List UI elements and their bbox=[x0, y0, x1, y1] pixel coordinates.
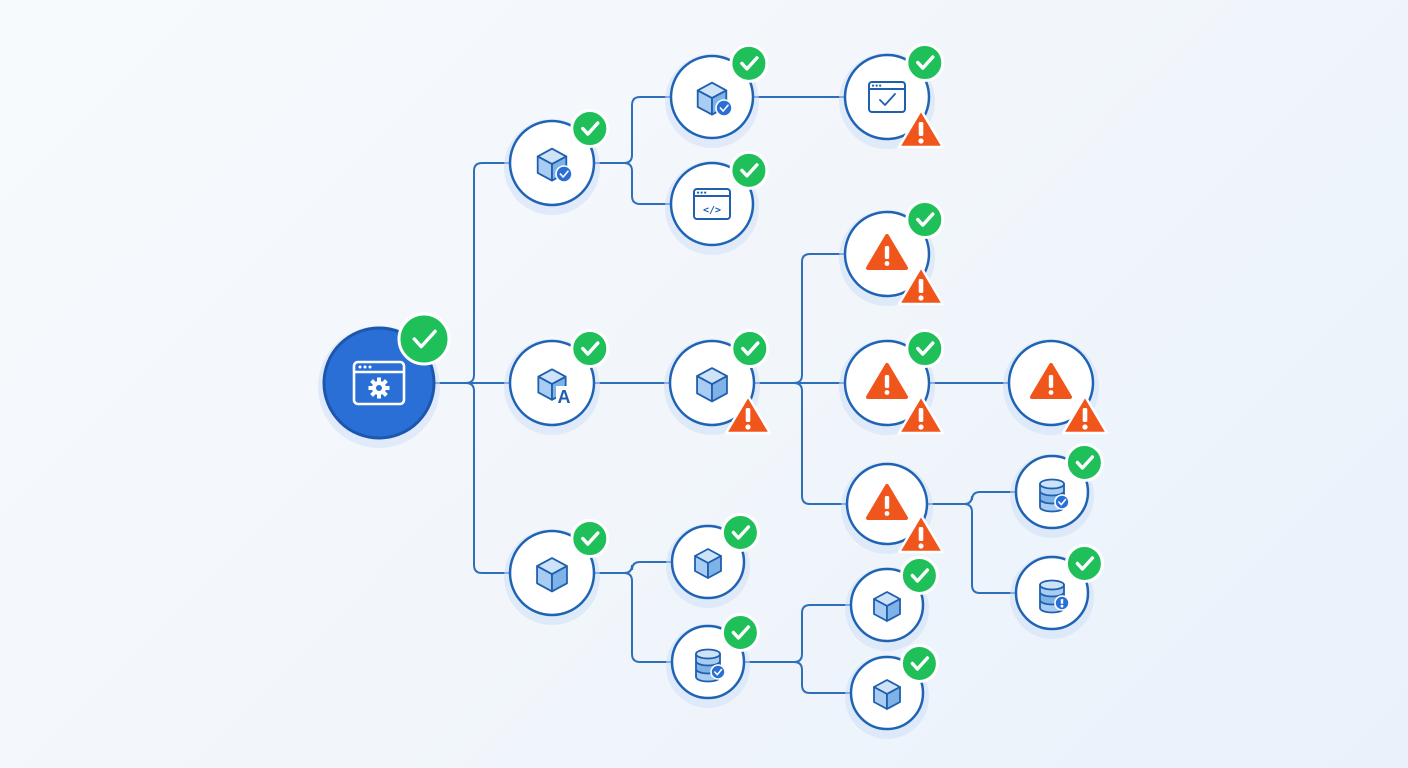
package-icon bbox=[694, 548, 722, 579]
package-check-icon bbox=[536, 147, 573, 183]
package-letter: A bbox=[558, 387, 571, 407]
check-badge-icon bbox=[899, 555, 939, 595]
app-settings-icon bbox=[352, 360, 406, 406]
warning-icon bbox=[866, 484, 908, 520]
node-n3a[interactable] bbox=[666, 512, 760, 608]
connector-line bbox=[744, 661, 851, 694]
warning-badge-icon bbox=[897, 108, 945, 149]
warning-badge-icon bbox=[897, 265, 945, 306]
connector-line bbox=[754, 253, 845, 384]
node-n1b[interactable]: </> bbox=[665, 150, 769, 255]
node-n1[interactable] bbox=[504, 109, 610, 215]
connector-line bbox=[594, 561, 672, 574]
node-n1a[interactable] bbox=[665, 43, 769, 148]
connector-line bbox=[754, 382, 847, 505]
node-d1[interactable] bbox=[1010, 442, 1104, 538]
check-badge-icon bbox=[729, 150, 769, 190]
database-check-icon bbox=[695, 648, 726, 683]
node-layer: </> A bbox=[318, 43, 1109, 739]
check-badge-icon bbox=[720, 512, 760, 552]
package-icon bbox=[873, 591, 901, 622]
check-badge-icon bbox=[905, 329, 945, 369]
node-n2a[interactable] bbox=[664, 329, 772, 435]
connector-line bbox=[594, 572, 672, 663]
node-w1[interactable] bbox=[839, 200, 945, 306]
mini-check-icon bbox=[555, 165, 573, 183]
node-n2[interactable]: A bbox=[504, 329, 610, 435]
code-glyph: </> bbox=[703, 205, 721, 216]
node-n3b1[interactable] bbox=[845, 555, 939, 651]
node-w3[interactable] bbox=[841, 462, 945, 554]
node-w2[interactable] bbox=[839, 329, 945, 435]
package-icon bbox=[536, 557, 568, 593]
mini-check-icon bbox=[1054, 494, 1070, 510]
warning-badge-icon bbox=[897, 394, 945, 435]
node-n1a1[interactable] bbox=[839, 43, 945, 149]
mini-check-icon bbox=[710, 664, 726, 680]
package-text-icon: A bbox=[537, 368, 572, 407]
check-badge-icon bbox=[899, 643, 939, 683]
check-badge-icon bbox=[397, 312, 451, 366]
check-badge-icon bbox=[570, 519, 610, 559]
check-badge-icon bbox=[1064, 442, 1104, 482]
check-badge-icon bbox=[905, 200, 945, 240]
check-badge-icon bbox=[729, 43, 769, 83]
node-n3[interactable] bbox=[504, 519, 610, 625]
warning-badge-icon bbox=[897, 513, 945, 554]
connector-line bbox=[744, 604, 851, 663]
check-badge-icon bbox=[720, 612, 760, 652]
check-badge-icon bbox=[905, 43, 945, 83]
node-n3b[interactable] bbox=[666, 612, 760, 708]
package-check-icon bbox=[696, 81, 733, 117]
connector-line bbox=[434, 382, 510, 574]
node-n3b2[interactable] bbox=[845, 643, 939, 739]
connector-line bbox=[927, 503, 1016, 594]
warning-icon bbox=[866, 363, 908, 399]
node-root[interactable] bbox=[318, 312, 451, 448]
node-w2a[interactable] bbox=[1003, 339, 1109, 435]
check-badge-icon bbox=[570, 109, 610, 149]
package-icon bbox=[696, 367, 728, 403]
node-d2[interactable] bbox=[1010, 543, 1104, 639]
warning-icon bbox=[1030, 363, 1072, 399]
window-code-icon: </> bbox=[693, 188, 731, 220]
database-check-icon bbox=[1039, 478, 1070, 513]
database-alert-icon bbox=[1039, 579, 1070, 614]
warning-icon bbox=[866, 234, 908, 270]
warning-badge-icon bbox=[724, 394, 772, 435]
check-badge-icon bbox=[1064, 543, 1104, 583]
check-badge-icon bbox=[730, 329, 770, 369]
window-check-icon bbox=[868, 81, 906, 113]
connector-line bbox=[594, 162, 671, 205]
warning-badge-icon bbox=[1061, 394, 1109, 435]
mini-check-icon bbox=[715, 99, 733, 117]
connector-lines bbox=[434, 96, 1016, 694]
check-badge-icon bbox=[570, 329, 610, 369]
connector-line bbox=[927, 491, 1016, 505]
package-icon bbox=[873, 679, 901, 710]
